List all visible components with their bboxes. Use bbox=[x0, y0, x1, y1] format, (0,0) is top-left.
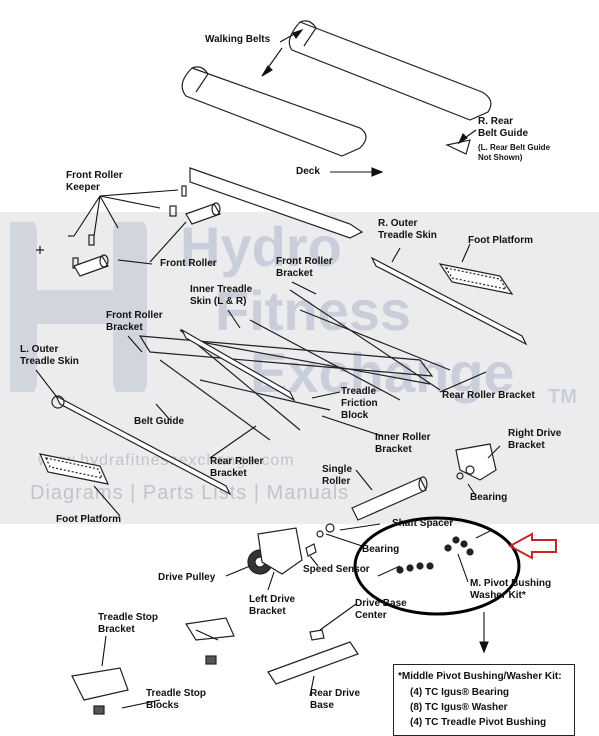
watermark-trademark: TM bbox=[548, 386, 577, 408]
label-treadle-friction-1: Treadle bbox=[341, 386, 377, 397]
drive-base-center bbox=[309, 629, 325, 641]
inner-treadle-skin bbox=[180, 328, 296, 402]
label-l-outer-skin-1: L. Outer bbox=[20, 344, 59, 355]
label-belt-guide: Belt Guide bbox=[134, 416, 185, 427]
label-rear-roller-bracket-right: Rear Roller Bracket bbox=[442, 390, 535, 401]
kit-line-3: (4) TC Treadle Pivot Bushing bbox=[410, 717, 547, 728]
label-m-pivot-kit-2: Washer Kit* bbox=[470, 590, 526, 601]
walking-belt-upper bbox=[288, 20, 492, 121]
label-drive-base-center-1: Drive Base bbox=[355, 598, 407, 609]
label-front-roller-keeper-2: Keeper bbox=[66, 182, 100, 193]
label-single-roller-1: Single bbox=[322, 464, 353, 475]
label-left-drive-bracket-2: Bracket bbox=[249, 606, 286, 617]
label-front-roller: Front Roller bbox=[160, 258, 217, 269]
label-single-roller-2: Roller bbox=[322, 476, 351, 487]
label-inner-treadle-skin-1: Inner Treadle bbox=[190, 284, 253, 295]
label-r-rear-belt-guide-2: Belt Guide bbox=[478, 128, 529, 139]
foot-platform-left bbox=[38, 453, 110, 485]
label-rear-roller-bracket-left-2: Bracket bbox=[210, 468, 247, 479]
treadle-stop-block-upper bbox=[205, 655, 217, 665]
watermark-brand-line2: Fitness bbox=[215, 279, 412, 342]
label-speed-sensor: Speed Sensor bbox=[303, 564, 370, 575]
watermark-tagline: Diagrams | Parts Lists | Manuals bbox=[30, 482, 350, 504]
label-foot-platform-left: Foot Platform bbox=[56, 514, 121, 525]
label-rear-drive-base-2: Base bbox=[310, 700, 334, 711]
label-treadle-stop-blocks-1: Treadle Stop bbox=[146, 688, 207, 699]
foot-platform-right bbox=[438, 263, 514, 295]
label-inner-roller-bracket-1: Inner Roller bbox=[375, 432, 431, 443]
treadle-stop-bracket-upper bbox=[185, 617, 235, 641]
front-roller-lower bbox=[73, 254, 109, 277]
rear-drive-base bbox=[267, 641, 359, 685]
label-treadle-stop-bracket-2: Bracket bbox=[98, 624, 135, 635]
label-walking-belts: Walking Belts bbox=[205, 34, 271, 45]
kit-line-1: (4) TC Igus® Bearing bbox=[410, 687, 510, 698]
label-front-roller-bracket-left-1: Front Roller bbox=[106, 310, 163, 321]
label-treadle-friction-3: Block bbox=[341, 410, 369, 421]
label-front-roller-bracket-top-2: Bracket bbox=[276, 268, 313, 279]
label-treadle-stop-bracket-1: Treadle Stop bbox=[98, 612, 159, 623]
bearing-right bbox=[465, 465, 475, 475]
label-m-pivot-kit-1: M. Pivot Bushing bbox=[470, 578, 552, 589]
treadle-stop-bracket-lower bbox=[71, 667, 129, 701]
label-right-drive-bracket-1: Right Drive bbox=[508, 428, 562, 439]
kit-line-2: (8) TC Igus® Washer bbox=[410, 702, 508, 713]
label-front-roller-keeper-1: Front Roller bbox=[66, 170, 123, 181]
shaft-spacer-part bbox=[325, 523, 335, 533]
label-front-roller-bracket-top-1: Front Roller bbox=[276, 256, 333, 267]
front-roller-keeper-parts bbox=[36, 185, 187, 269]
treadle-stop-block-lower bbox=[93, 705, 105, 715]
label-rear-roller-bracket-left-1: Rear Roller bbox=[210, 456, 264, 467]
speed-sensor bbox=[305, 543, 317, 557]
label-drive-pulley: Drive Pulley bbox=[158, 572, 216, 583]
l-outer-skin-end bbox=[51, 395, 65, 409]
watermark-logo-icon bbox=[10, 222, 147, 392]
label-r-rear-note-2: Not Shown) bbox=[478, 153, 523, 162]
label-rear-drive-base-1: Rear Drive bbox=[310, 688, 361, 699]
label-l-outer-skin-2: Treadle Skin bbox=[20, 356, 79, 367]
label-r-rear-note-1: (L. Rear Belt Guide bbox=[478, 143, 551, 152]
label-r-outer-skin-1: R. Outer bbox=[378, 218, 418, 229]
pivot-kit-parts bbox=[377, 529, 493, 577]
label-r-rear-belt-guide-1: R. Rear bbox=[478, 116, 514, 127]
label-drive-base-center-2: Center bbox=[355, 610, 387, 621]
label-shaft-spacer: Shaft Spacer bbox=[392, 518, 454, 529]
callout-arrow-icon bbox=[507, 532, 557, 560]
label-inner-roller-bracket-2: Bracket bbox=[375, 444, 412, 455]
rear-belt-guide bbox=[445, 139, 471, 155]
l-outer-treadle-skin bbox=[54, 394, 232, 496]
r-outer-treadle-skin bbox=[370, 256, 528, 346]
label-left-drive-bracket-1: Left Drive bbox=[249, 594, 296, 605]
label-front-roller-bracket-left-2: Bracket bbox=[106, 322, 143, 333]
kit-title: *Middle Pivot Bushing/Washer Kit: bbox=[398, 671, 562, 682]
label-treadle-friction-2: Friction bbox=[341, 398, 378, 409]
label-bearing-right: Bearing bbox=[470, 492, 508, 503]
label-inner-treadle-skin-2: Skin (L & R) bbox=[190, 296, 247, 307]
deck bbox=[189, 167, 364, 239]
bearing-center-part bbox=[316, 530, 324, 538]
label-r-outer-skin-2: Treadle Skin bbox=[378, 230, 437, 241]
label-treadle-stop-blocks-2: Blocks bbox=[146, 700, 179, 711]
single-roller bbox=[351, 476, 428, 521]
label-right-drive-bracket-2: Bracket bbox=[508, 440, 545, 451]
kit-contents-box: *Middle Pivot Bushing/Washer Kit: (4) TC… bbox=[393, 664, 575, 736]
label-bearing-center: Bearing bbox=[362, 544, 400, 555]
highlight-oval bbox=[353, 516, 521, 616]
treadle-frame bbox=[138, 289, 451, 441]
label-foot-platform-right: Foot Platform bbox=[468, 235, 533, 246]
front-roller-upper bbox=[185, 202, 221, 225]
left-drive-bracket bbox=[257, 527, 303, 575]
label-deck: Deck bbox=[296, 166, 320, 177]
walking-belt-lower bbox=[181, 66, 367, 157]
